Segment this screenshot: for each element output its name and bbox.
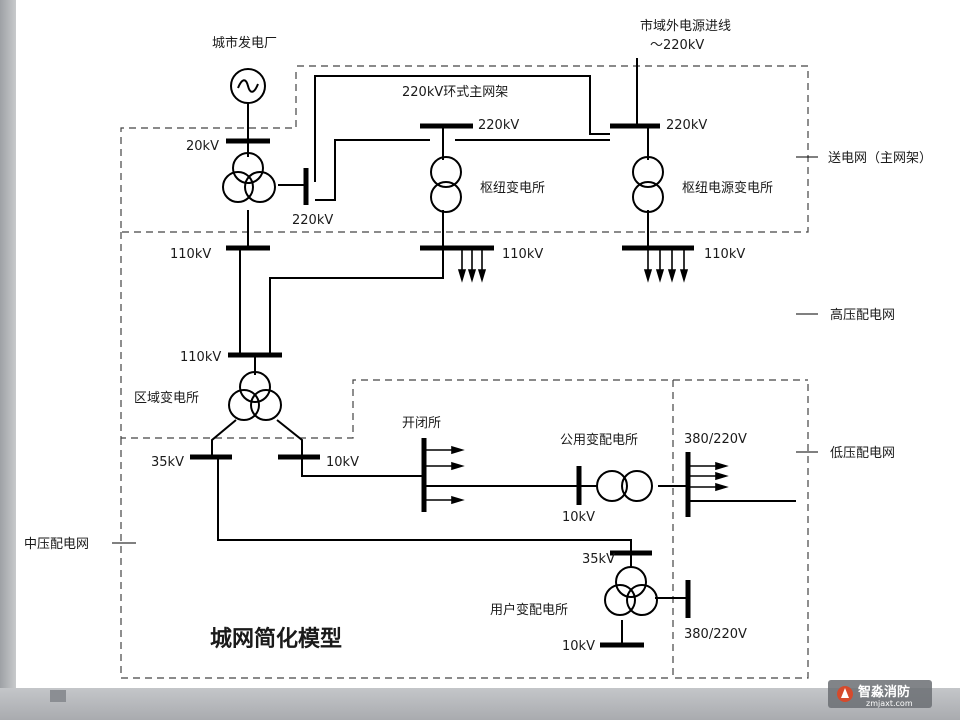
hub-220kv-label: 220kV <box>478 118 519 133</box>
zone-high-voltage-label: 高压配电网 <box>830 307 895 323</box>
zone-boundaries <box>120 65 809 679</box>
slide-footer-bar <box>0 688 960 720</box>
watermark-brand: 智淼消防 <box>858 684 910 700</box>
public-380v-label: 380/220V <box>684 432 747 447</box>
generator-symbol <box>230 68 266 104</box>
zone-low-voltage-label: 低压配电网 <box>830 446 895 461</box>
connection-lines <box>211 58 796 645</box>
zone-medium-voltage-label: 中压配电网 <box>24 537 89 552</box>
public-10kv-label: 10kV <box>562 510 595 525</box>
user-380v-label: 380/220V <box>684 627 747 642</box>
external-line-label: 市域外电源进线 <box>640 18 731 34</box>
public-380-feeders <box>690 461 729 492</box>
user-sub-label: 用户变配电所 <box>490 602 568 618</box>
watermark: 智淼消防 zmjaxt.com <box>828 680 932 708</box>
regional-10-lead <box>276 419 303 457</box>
regional-10kv-label: 10kV <box>326 455 359 470</box>
public-sub-label: 公用变配电所 <box>560 432 638 448</box>
watermark-site: zmjaxt.com <box>866 699 913 708</box>
transformer-symbols <box>222 152 664 616</box>
regional-name-label: 区域变电所 <box>134 390 199 406</box>
diagram-title: 城网简化模型 <box>210 626 342 652</box>
plant-transformer-symbol <box>222 152 276 203</box>
hub-name-label: 枢纽变电所 <box>480 180 545 196</box>
medium-voltage-zone-boundary <box>120 438 673 679</box>
hub-110kv-label: 110kV <box>502 247 543 262</box>
user-10kv-label: 10kV <box>562 639 595 654</box>
hubpwr-110kv-label: 110kV <box>704 247 745 262</box>
city-plant-label: 城市发电厂 <box>212 35 277 51</box>
hubpwr-transformer-symbol <box>632 156 664 213</box>
hub-transformer-symbol <box>430 156 462 213</box>
regional-110kv-label: 110kV <box>180 350 221 365</box>
low-voltage-zone-boundary <box>672 380 809 679</box>
hub-110-feeders <box>457 250 487 283</box>
slide-footer-marker <box>50 690 66 702</box>
plant-20kv-label: 20kV <box>186 139 219 154</box>
switch-station-feeders <box>426 445 465 505</box>
hubpwr-110-feeders <box>643 250 689 283</box>
regional-to-user-35kv-line <box>217 457 632 553</box>
ring-grid-label: 220kV环式主网架 <box>402 85 508 100</box>
regional-35kv-label: 35kV <box>151 455 184 470</box>
plant-110kv-label: 110kV <box>170 247 211 262</box>
high-voltage-zone-boundary <box>120 232 808 439</box>
hubpwr-220kv-label: 220kV <box>666 118 707 133</box>
regional-transformer-symbol <box>228 371 282 421</box>
public-transformer-symbol <box>596 470 653 502</box>
transmission-zone-boundary <box>120 65 809 233</box>
hubpwr-name-label: 枢纽电源变电所 <box>682 180 773 196</box>
plant-220kv-label: 220kV <box>292 213 333 228</box>
zone-transmission-label: 送电网（主网架） <box>828 151 932 166</box>
user-transformer-symbol <box>604 566 658 616</box>
slide-left-strip <box>0 0 16 688</box>
regional-35-lead <box>211 419 237 457</box>
hub-to-regional-line <box>269 248 444 355</box>
user-35kv-label: 35kV <box>582 552 615 567</box>
watermark-plate <box>828 680 932 708</box>
feeder-arrows <box>426 250 729 505</box>
diagram-sheet <box>16 0 960 688</box>
busbars <box>190 123 694 648</box>
switch-station-label: 开闭所 <box>402 416 441 431</box>
regional-to-switch-10kv-line <box>301 457 424 477</box>
external-line-voltage: ～220kV <box>650 38 704 53</box>
zone-leaders <box>112 156 818 544</box>
ring-line-outer <box>314 75 610 182</box>
ring-line-inner <box>315 139 430 201</box>
watermark-logo-icon <box>837 686 853 702</box>
